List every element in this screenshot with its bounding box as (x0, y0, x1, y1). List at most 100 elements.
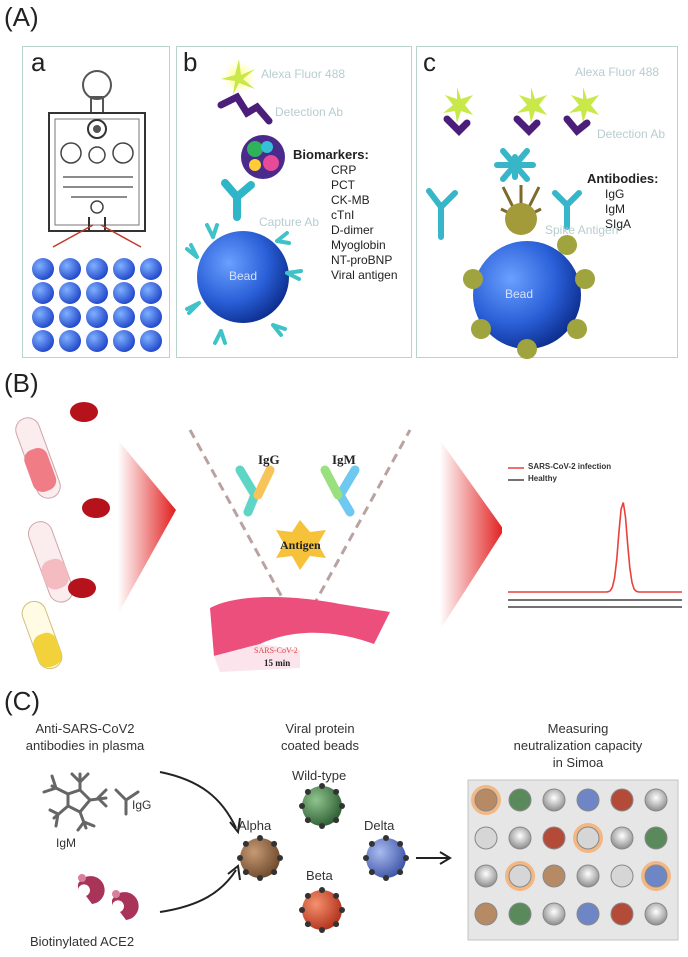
bead-surface-dot (304, 817, 311, 824)
c-detection-label: Detection Ab (597, 127, 666, 141)
plate-well (542, 788, 566, 812)
biomarker-item: D-dimer (331, 223, 374, 237)
igm-icon (42, 772, 108, 832)
plate-well (610, 788, 634, 812)
array-bead (86, 282, 108, 304)
biomarker-item: CRP (331, 163, 357, 177)
array-bead (86, 258, 108, 280)
bead-surface-dot (383, 835, 389, 841)
legend-healthy: Healthy (528, 474, 557, 483)
array-bead (86, 306, 108, 328)
panel-c-box: c (416, 46, 678, 359)
array-bead (32, 306, 54, 328)
bead-surface-dot (403, 855, 409, 861)
panel-a-cartridge-box: a (22, 46, 170, 358)
c-spike-label: Spike Antigen (545, 223, 619, 237)
plate-well (542, 826, 566, 850)
c-delta-label: Delta (364, 818, 395, 833)
bead-surface-dot (397, 869, 404, 876)
delta-bead (366, 838, 406, 878)
c-bead-label: Bead (505, 287, 534, 301)
simoa-plate (467, 779, 679, 941)
plate-well (610, 826, 634, 850)
biomarker-item: PCT (331, 178, 355, 192)
plate-well (576, 864, 600, 888)
plate-well (508, 788, 532, 812)
array-bead (32, 330, 54, 352)
plate-well (576, 902, 600, 926)
bead-surface-dot (304, 892, 311, 899)
bead-surface-dot (299, 907, 305, 913)
array-bead (59, 282, 81, 304)
bead-surface-dot (333, 788, 340, 795)
c-left-title: Anti-SARS-CoV2 antibodies in plasma (25, 721, 145, 753)
c-igm-label: IgM (56, 836, 77, 850)
array-bead (140, 258, 162, 280)
bead-array (32, 258, 162, 352)
array-bead (113, 258, 135, 280)
antibodies-title: Antibodies: (587, 171, 659, 186)
alpha-bead (240, 838, 280, 878)
plate-well (576, 788, 600, 812)
plate-well (474, 826, 498, 850)
beta-bead (302, 890, 342, 930)
plate-well (508, 826, 532, 850)
c-ace2-label: Biotinylated ACE2 (30, 934, 135, 949)
array-bead (113, 282, 135, 304)
antibody-item: IgM (605, 202, 626, 216)
bead-surface-dot (368, 840, 375, 847)
array-bead (32, 258, 54, 280)
b-fluor-label: Alexa Fluor 488 (261, 67, 346, 81)
sub-panel-c-letter: c (423, 47, 436, 77)
time-label: 15 min (264, 658, 291, 668)
antibody-item: IgG (605, 187, 625, 201)
bead-surface-dot (333, 817, 340, 824)
biomarker-item: Viral antigen (331, 268, 398, 282)
panel-a-label: (A) (4, 2, 39, 32)
plate-well (576, 826, 600, 850)
plate-well (610, 864, 634, 888)
bead-surface-dot (319, 823, 325, 829)
plate-well (542, 902, 566, 926)
bead-surface-dot (397, 840, 404, 847)
legend-infection: SARS-CoV-2 infection (528, 462, 612, 471)
bead-surface-dot (319, 783, 325, 789)
array-bead (32, 282, 54, 304)
panel-b-label: (B) (4, 368, 39, 398)
array-bead (140, 282, 162, 304)
bead-surface-dot (319, 887, 325, 893)
arrow-1 (118, 440, 176, 614)
series-line-infection (508, 502, 682, 593)
antibody-item: SIgA (605, 217, 632, 231)
bead-surface-dot (339, 907, 345, 913)
plate-well (644, 902, 668, 926)
plate-well (644, 864, 668, 888)
bead-assay-c-illustration (426, 87, 599, 359)
plate-well (644, 788, 668, 812)
bead-surface-dot (271, 840, 278, 847)
cartridge-diagram (48, 70, 146, 248)
c-beta-label: Beta (306, 868, 333, 883)
c-igg-label: IgG (132, 798, 152, 812)
ace2-icon (78, 874, 139, 920)
bead-surface-dot (333, 921, 340, 928)
plate-well (474, 864, 498, 888)
sub-panel-a-letter: a (31, 47, 46, 77)
array-bead (113, 330, 135, 352)
array-bead (86, 330, 108, 352)
c-fluor-label: Alexa Fluor 488 (575, 65, 660, 79)
bead-surface-dot (257, 875, 263, 881)
biomarkers-list: CRP PCT CK-MB cTnI D-dimer Myoglobin NT-… (331, 163, 398, 283)
c-right-title: Measuring neutralization capacity in Sim… (513, 721, 643, 770)
strip-label: SARS-CoV-2 (254, 646, 298, 655)
biomarker-item: Myoglobin (331, 238, 386, 252)
array-bead (59, 258, 81, 280)
array-bead (59, 306, 81, 328)
bead-surface-dot (363, 855, 369, 861)
plate-well (474, 788, 498, 812)
arrow-2 (440, 440, 504, 630)
panel-c-label: (C) (4, 686, 41, 716)
